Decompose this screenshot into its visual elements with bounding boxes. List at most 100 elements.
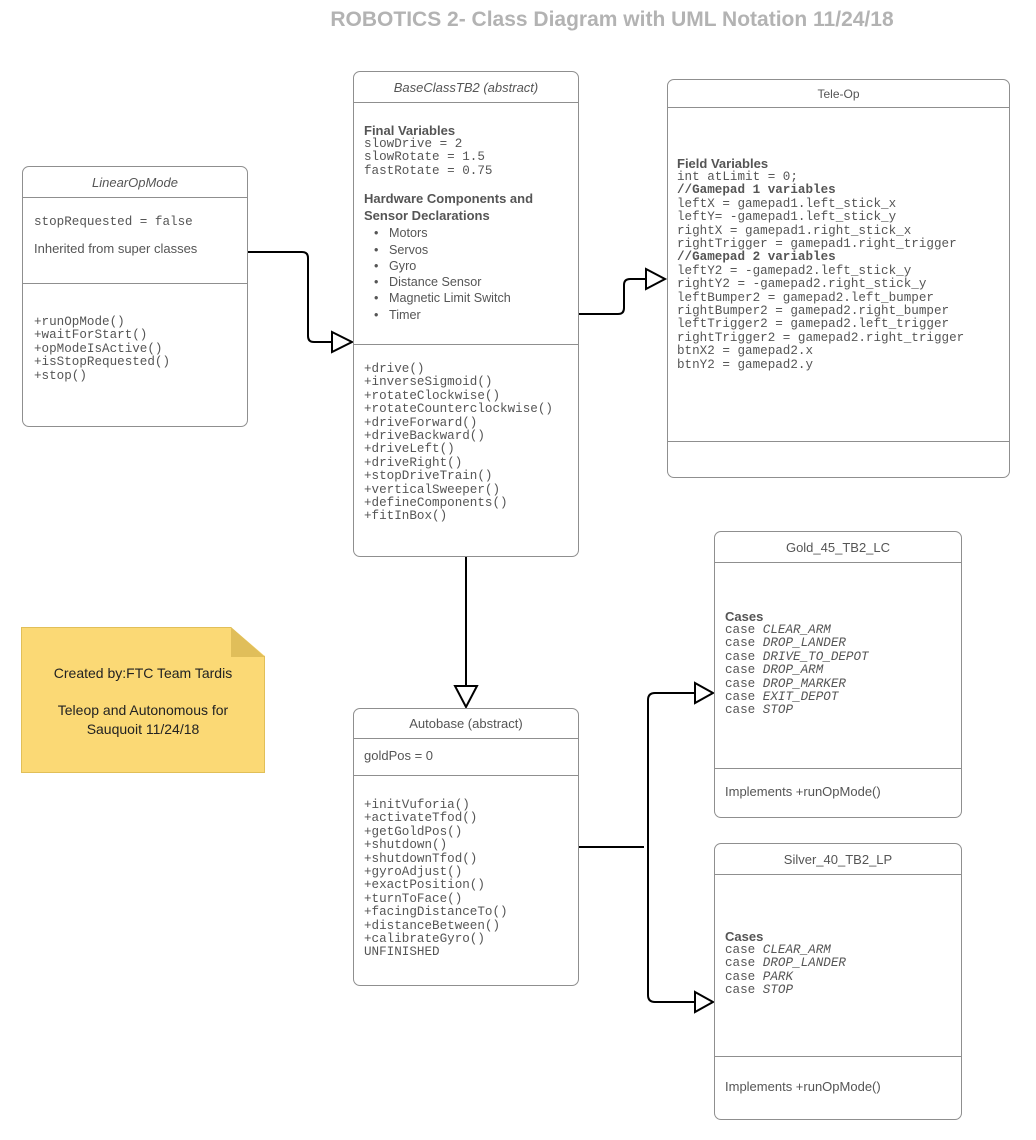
case-row: case EXIT_DEPOT [725, 690, 839, 705]
implements-text: Implements +runOpMode() [725, 784, 881, 799]
implements-text: Implements +runOpMode() [725, 1079, 881, 1094]
hardware-item: Gyro [364, 258, 578, 275]
case-row: case CLEAR_ARM [725, 623, 831, 637]
methods-section: +runOpMode() +waitForStart() +opModeIsAc… [23, 284, 247, 383]
method: +rotateClockwise() [364, 388, 501, 403]
arrowhead-autobase [453, 685, 479, 710]
method: +turnToFace() [364, 891, 463, 906]
final-variable: fastRotate = 0.75 [364, 163, 493, 178]
cases-heading: Cases [725, 609, 764, 624]
method: +verticalSweeper() [364, 482, 501, 497]
final-variable: slowDrive = 2 [364, 137, 463, 151]
class-name: Gold_45_TB2_LC [715, 532, 961, 563]
method: +defineComponents() [364, 496, 508, 511]
hardware-item: Timer [364, 307, 578, 324]
methods-section: +drive() +inverseSigmoid() +rotateClockw… [354, 345, 578, 524]
case-name: EXIT_DEPOT [762, 690, 839, 705]
method: +gyroAdjust() [364, 865, 463, 880]
class-name: Tele-Op [668, 80, 1009, 108]
hardware-item: Distance Sensor [364, 274, 578, 291]
method: +driveRight() [364, 455, 463, 470]
method: +facingDistanceTo() [364, 905, 508, 920]
class-name: LinearOpMode [23, 167, 247, 198]
case-row: case DROP_LANDER [725, 956, 846, 971]
hardware-heading: Sensor Declarations [364, 208, 490, 224]
field-variables-heading: Field Variables [677, 156, 769, 171]
field-variable: leftY= -gamepad1.left_stick_y [677, 210, 897, 225]
method: +driveForward() [364, 415, 478, 430]
case-row: case DROP_MARKER [725, 676, 846, 691]
method: UNFINISHED [364, 945, 440, 960]
method: +distanceBetween() [364, 918, 501, 933]
field-variable: rightTrigger2 = gamepad2.right_trigger [677, 330, 965, 345]
diagram-title: ROBOTICS 2- Class Diagram with UML Notat… [330, 8, 894, 31]
case-row: case DROP_LANDER [725, 636, 846, 651]
field-variable: leftBumper2 = gamepad2.left_bumper [677, 290, 934, 305]
method: +shutdownTfod() [364, 851, 478, 866]
hardware-item: Servos [364, 242, 578, 259]
case-name: DROP_LANDER [762, 956, 846, 971]
case-row: case STOP [725, 983, 794, 998]
method: +drive() [364, 362, 425, 376]
method: +fitInBox() [364, 509, 448, 524]
arrowhead-baseclass [331, 330, 355, 354]
final-variable: slowRotate = 1.5 [364, 150, 485, 165]
method: +driveBackward() [364, 429, 485, 444]
field-variable: leftY2 = -gamepad2.left_stick_y [677, 263, 912, 278]
case-name: DROP_MARKER [762, 676, 846, 691]
method: +shutdown() [364, 838, 448, 853]
class-teleop: Tele-Op Field Variables int atLimit = 0;… [667, 79, 1010, 478]
class-baseclasstb2: BaseClassTB2 (abstract) Final Variables … [353, 71, 579, 557]
field-variable: rightTrigger = gamepad1.right_trigger [677, 237, 957, 252]
class-name: BaseClassTB2 (abstract) [354, 72, 578, 103]
method: +activateTfod() [364, 811, 478, 826]
case-name: DROP_ARM [762, 663, 824, 678]
field-variable: rightY2 = -gamepad2.right_stick_y [677, 277, 927, 292]
class-name: Autobase (abstract) [354, 709, 578, 739]
arrowhead-silver [694, 990, 716, 1014]
cases-section: Cases case CLEAR_ARM case DROP_LANDER ca… [715, 875, 961, 1057]
implements-section: Implements +runOpMode() [715, 1057, 961, 1094]
method: +inverseSigmoid() [364, 375, 493, 390]
methods-section: +initVuforia() +activateTfod() +getGoldP… [354, 776, 578, 960]
attribute: stopRequested = false [34, 215, 193, 229]
class-gold-45-tb2-lc: Gold_45_TB2_LC Cases case CLEAR_ARM case… [714, 531, 962, 818]
method: +waitForStart() [34, 328, 148, 343]
hardware-list: Motors Servos Gyro Distance Sensor Magne… [364, 225, 578, 323]
case-row: case CLEAR_ARM [725, 943, 831, 957]
final-variables-heading: Final Variables [364, 123, 456, 138]
case-row: case PARK [725, 969, 794, 984]
case-name: DROP_LANDER [762, 636, 846, 651]
hardware-heading: Hardware Components and [364, 191, 534, 207]
note-purpose: Teleop and Autonomous for [57, 702, 229, 718]
attributes-section: Final Variables slowDrive = 2 slowRotate… [354, 103, 578, 345]
class-linearopmode: LinearOpMode stopRequested = false Inher… [22, 166, 248, 427]
class-silver-40-tb2-lp: Silver_40_TB2_LP Cases case CLEAR_ARM ca… [714, 843, 962, 1120]
case-name: CLEAR_ARM [762, 943, 831, 957]
note-event: Sauquoit 11/24/18 [86, 721, 200, 737]
method: +opModeIsActive() [34, 341, 163, 356]
inherit-line-silver [647, 847, 695, 1003]
field-variable: btnY2 = gamepad2.y [677, 357, 814, 372]
field-variable: leftTrigger2 = gamepad2.left_trigger [677, 317, 950, 332]
class-name: Silver_40_TB2_LP [715, 844, 961, 875]
case-name: DRIVE_TO_DEPOT [762, 649, 869, 664]
method: +stopDriveTrain() [364, 469, 493, 484]
case-row: case DROP_ARM [725, 663, 824, 678]
method: +calibrateGyro() [364, 932, 485, 947]
field-variable: rightBumper2 = gamepad2.right_bumper [677, 304, 950, 319]
attribute: goldPos = 0 [364, 748, 434, 763]
field-variable: leftX = gamepad1.left_stick_x [677, 196, 897, 211]
method: +getGoldPos() [364, 824, 463, 839]
method: +initVuforia() [364, 798, 470, 812]
gamepad1-comment: //Gamepad 1 variables [677, 183, 836, 198]
arrowhead-gold [694, 681, 716, 705]
case-name: PARK [762, 969, 794, 984]
field-variable: btnX2 = gamepad2.x [677, 344, 814, 359]
inherit-line-teleop [577, 278, 646, 315]
field-variable: rightX = gamepad1.right_stick_x [677, 223, 912, 238]
cases-heading: Cases [725, 929, 764, 944]
method: +exactPosition() [364, 878, 485, 893]
attribute-note: Inherited from super classes [34, 241, 198, 257]
method: +isStopRequested() [34, 355, 171, 370]
